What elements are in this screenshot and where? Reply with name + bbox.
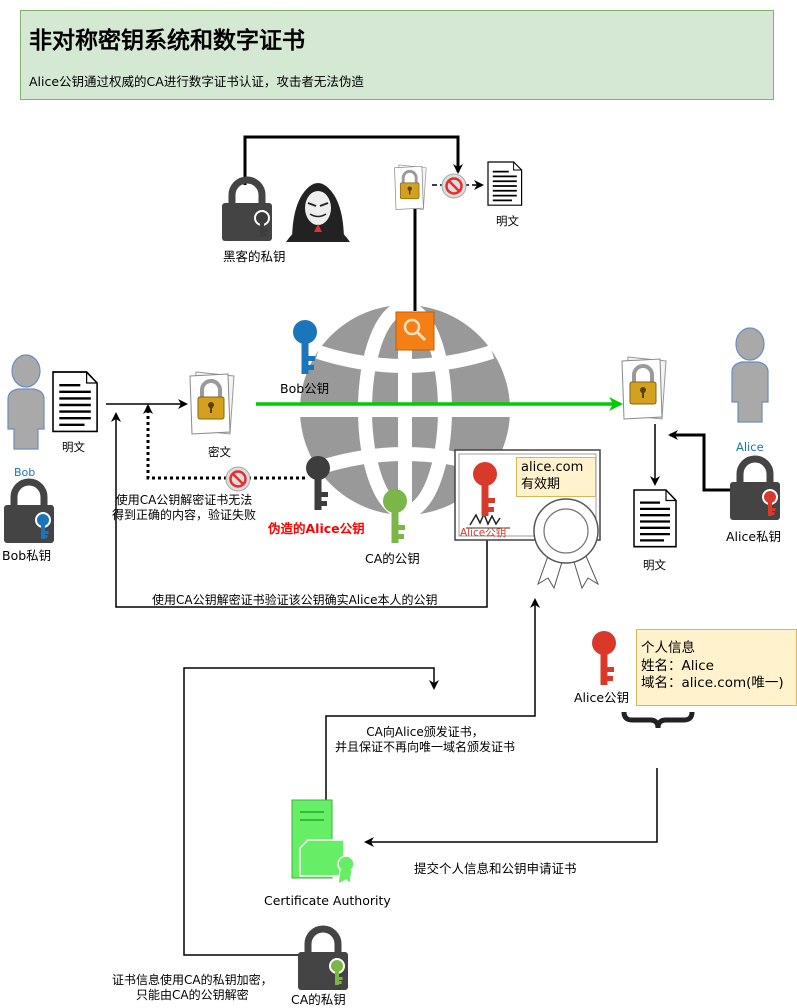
document-icon xyxy=(487,161,523,207)
arrow-issue xyxy=(325,598,540,803)
ca-private-key-label: CA的私钥 xyxy=(291,992,346,1007)
ca-encrypt-label: 证书信息使用CA的私钥加密， 只能由CA的公钥解密 xyxy=(112,973,273,1002)
ciphertext-label: 密文 xyxy=(208,445,231,459)
server-icon xyxy=(291,799,355,886)
hacker-lockdoc-icon xyxy=(393,163,428,211)
fake-alice-key-label: 伪造的Alice公钥 xyxy=(268,521,365,536)
key-icon xyxy=(293,320,317,374)
personal-info-title: 个人信息 xyxy=(641,640,695,656)
bob-person-icon xyxy=(7,354,45,450)
key-icon xyxy=(762,489,778,516)
cert-domain-text: alice.com xyxy=(521,460,584,475)
no-entry-icon xyxy=(224,465,252,493)
arrow-hacker-attempt xyxy=(243,135,463,185)
alice-name-label: Alice xyxy=(736,440,764,454)
key-icon xyxy=(35,512,51,539)
alice-private-key-label: Alice私钥 xyxy=(726,529,782,544)
search-icon xyxy=(395,311,435,351)
cert-validity-text: 有效期 xyxy=(521,476,561,492)
ca-public-key-label: CA的公钥 xyxy=(365,551,420,566)
globe-icon xyxy=(300,301,510,519)
key-icon xyxy=(592,631,616,685)
verify-success-label: 使用CA公钥解密证书验证该公钥确实Alice本人的公钥 xyxy=(152,593,438,607)
arrow-ca-encrypt xyxy=(183,667,439,956)
personal-info-name: 姓名：Alice xyxy=(641,657,714,674)
document-icon xyxy=(632,488,678,548)
hacker-icon xyxy=(286,183,350,242)
bob-public-key-label: Bob公钥 xyxy=(280,381,330,396)
no-entry-icon xyxy=(440,172,468,200)
hacker-private-key-label: 黑客的私钥 xyxy=(223,249,286,264)
page-subtitle: Alice公钥通过权威的CA进行数字证书认证，攻击者无法伪造 xyxy=(29,74,364,89)
key-icon xyxy=(254,210,270,237)
document-icon xyxy=(51,370,99,433)
plaintext-alice-label: 明文 xyxy=(643,558,666,572)
ciphertext-lockdoc-icon xyxy=(188,370,236,436)
brace-icon xyxy=(621,711,695,729)
page-title: 非对称密钥系统和数字证书 xyxy=(29,28,305,54)
alice-lockdoc-icon xyxy=(620,355,668,421)
arrow-submit xyxy=(364,768,658,847)
cert-info-note: alice.com 有效期 xyxy=(516,457,596,497)
alice-public-key-label: Alice公钥 xyxy=(574,690,630,705)
submit-label: 提交个人信息和公钥申请证书 xyxy=(414,861,577,876)
key-icon xyxy=(329,958,345,985)
ca-issue-label: CA向Alice颁发证书， 并且保证不再向唯一域名颁发证书 xyxy=(335,725,516,754)
personal-info-note: 个人信息 姓名：Alice 域名：alice.com(唯一) xyxy=(636,629,797,706)
ca-name-label: Certificate Authority xyxy=(264,893,391,908)
plaintext-bob-label: 明文 xyxy=(62,440,85,454)
arrow-alice-private xyxy=(668,430,734,492)
cert-key-label: Alice公钥 xyxy=(460,527,507,539)
alice-person-icon xyxy=(731,327,769,423)
arrow-verify-success xyxy=(111,412,488,608)
key-icon xyxy=(306,456,330,510)
arrow-fake-verify xyxy=(143,404,305,480)
bob-private-key-label: Bob私钥 xyxy=(2,548,52,563)
personal-info-domain: 域名：alice.com(唯一) xyxy=(641,675,784,692)
header-box: 非对称密钥系统和数字证书 Alice公钥通过权威的CA进行数字证书认证，攻击者无… xyxy=(20,10,774,100)
verify-fail-label: 使用CA公钥解密证书无法 得到正确的内容，验证失败 xyxy=(112,493,257,522)
plaintext-top-label: 明文 xyxy=(496,214,519,228)
bob-name-label: Bob xyxy=(14,466,36,479)
